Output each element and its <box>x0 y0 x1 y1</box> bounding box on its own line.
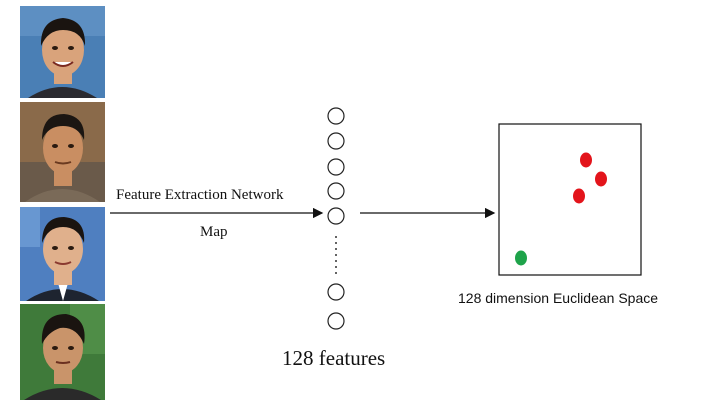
face-photo-4 <box>20 304 105 400</box>
embedding-point <box>595 171 607 187</box>
face-photo-1 <box>20 6 105 98</box>
feature-vector <box>327 107 345 330</box>
feature-node <box>327 107 345 125</box>
embedding-point <box>573 188 585 204</box>
face-photo-2 <box>20 102 105 202</box>
feature-node <box>327 158 345 176</box>
embedding-space-box <box>498 123 642 276</box>
feature-node <box>327 132 345 150</box>
feature-node <box>327 182 345 200</box>
map-label: Map <box>200 224 228 240</box>
embedding-point <box>580 152 592 168</box>
features-label: 128 features <box>282 346 386 370</box>
euclidean-space-label: 128 dimension Euclidean Space <box>458 290 659 306</box>
feature-node <box>327 312 345 330</box>
feature-node <box>327 207 345 225</box>
feature-node <box>327 283 345 301</box>
network-label: Feature Extraction Network <box>116 187 284 203</box>
face-photo-3 <box>20 207 105 301</box>
ellipsis-dots <box>335 236 337 274</box>
embedding-point <box>515 250 527 266</box>
